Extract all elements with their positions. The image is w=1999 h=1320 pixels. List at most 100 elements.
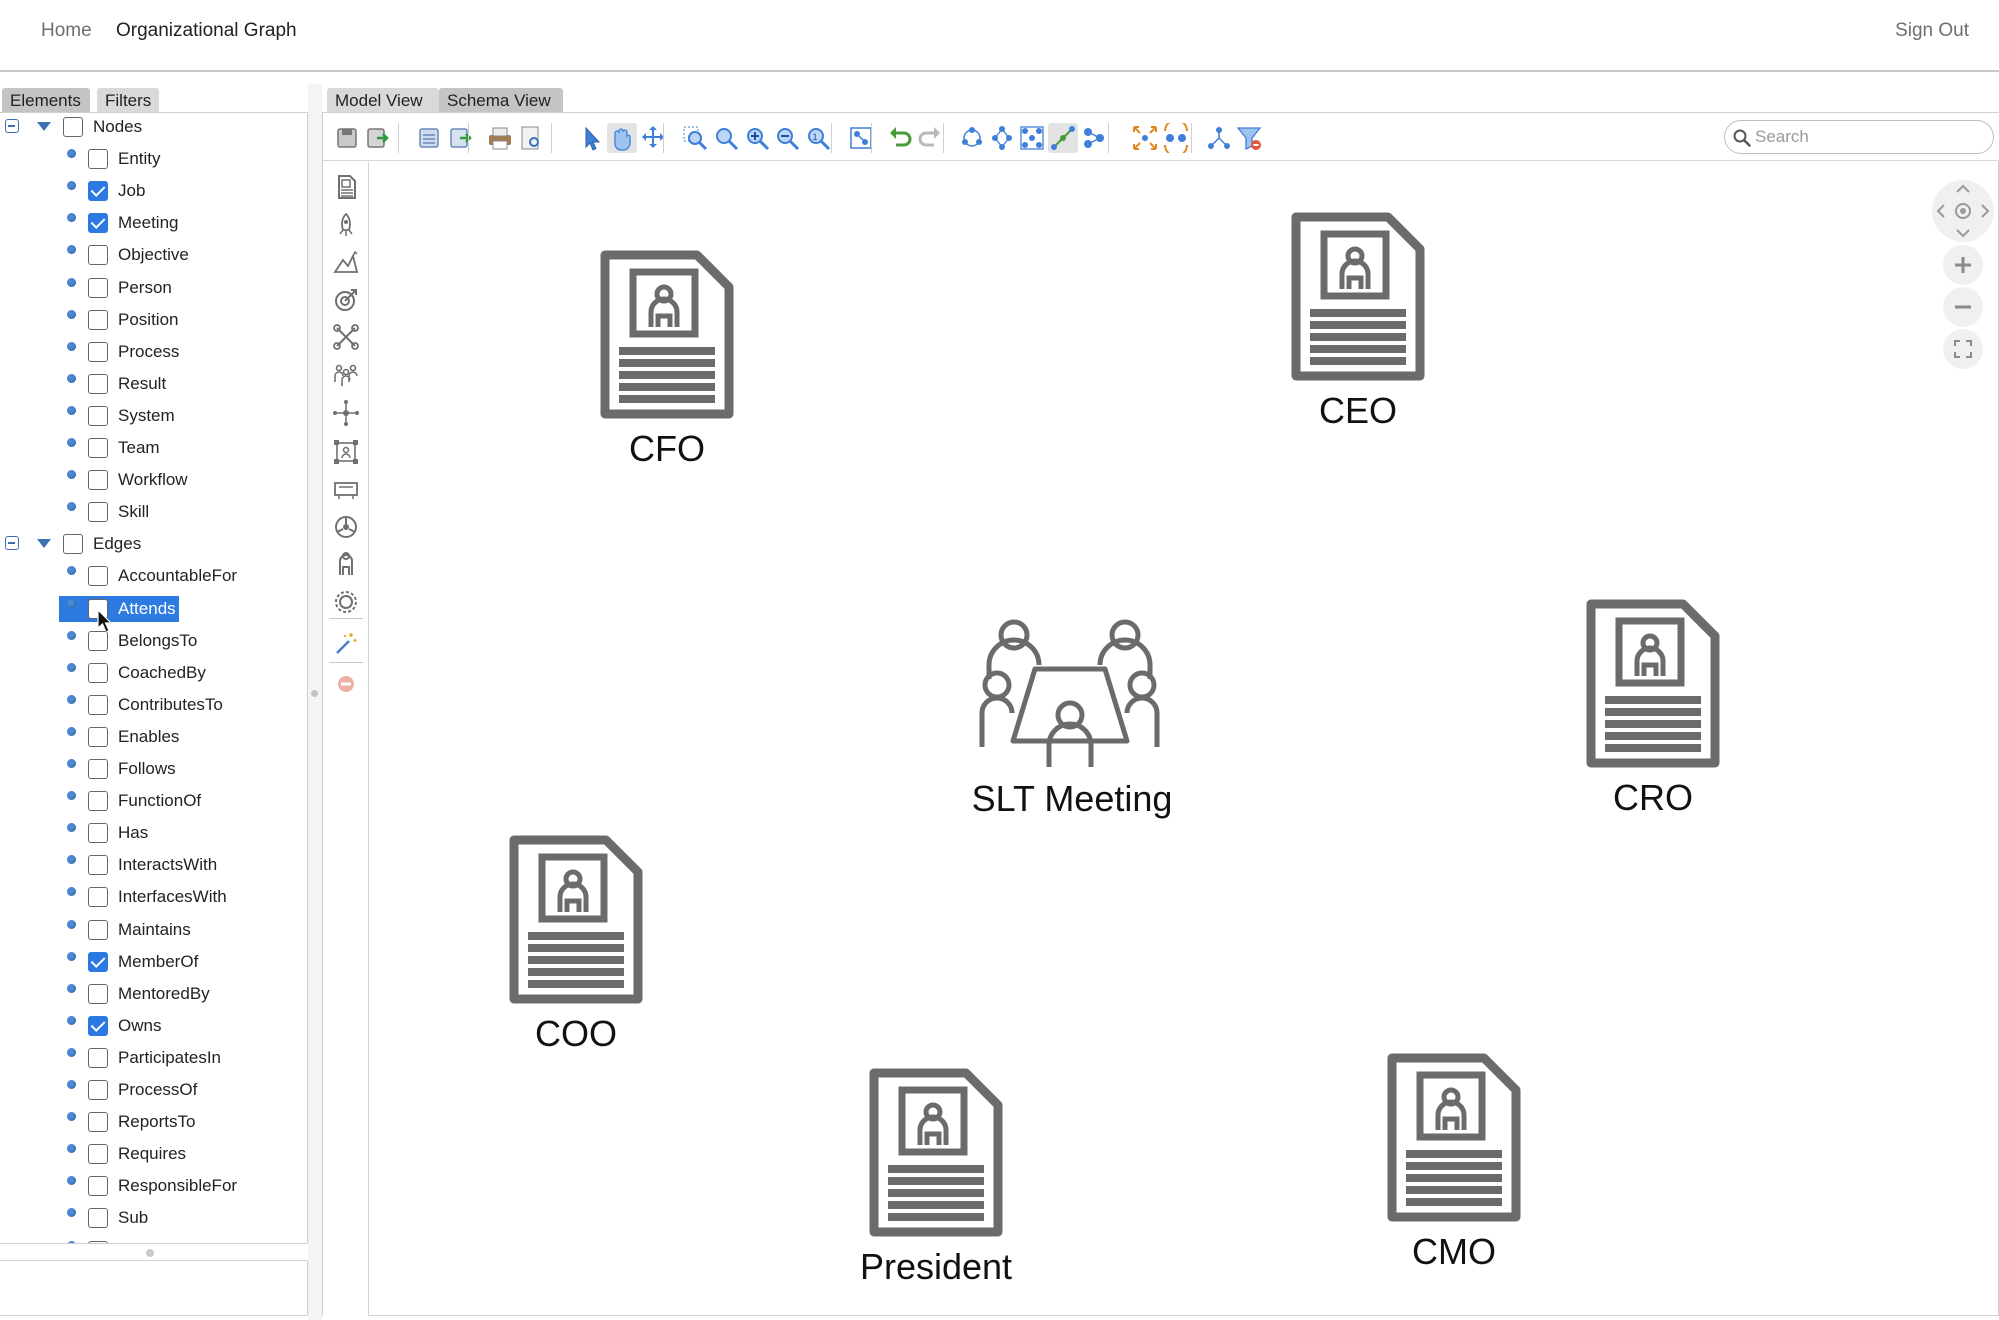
item-checkbox[interactable] [88, 213, 108, 234]
graph-node-meeting[interactable]: SLT Meeting [957, 617, 1187, 820]
tab-filters[interactable]: Filters [97, 88, 159, 112]
layout-organic-button[interactable] [957, 123, 987, 153]
expand-arrow-icon[interactable] [37, 539, 51, 549]
tree-item[interactable]: Supports [0, 1238, 306, 1243]
tree-item[interactable]: Result [0, 371, 306, 397]
tree-item[interactable]: ContributesTo [0, 692, 306, 718]
zoom-out-button[interactable] [772, 123, 802, 153]
zoom-out-button[interactable] [1943, 287, 1983, 327]
item-checkbox[interactable] [88, 694, 108, 715]
item-checkbox[interactable] [88, 470, 108, 491]
redo-button[interactable] [915, 123, 945, 153]
tree-item[interactable]: Workflow [0, 467, 306, 493]
print-button[interactable] [485, 123, 515, 153]
tree-item[interactable]: Attends [0, 595, 306, 633]
tree-item[interactable]: Entity [0, 146, 306, 172]
item-checkbox[interactable] [88, 1047, 108, 1068]
graph-node-job[interactable]: CFO [592, 247, 742, 470]
tree-group-nodes[interactable]: Nodes [0, 114, 306, 140]
tree-item[interactable]: FunctionOf [0, 788, 306, 814]
collapse-box-icon[interactable] [5, 119, 19, 133]
skill-tool[interactable] [331, 512, 361, 542]
tree-item[interactable]: Sub [0, 1205, 306, 1231]
move-button[interactable] [638, 123, 668, 153]
layout-hierarchy-button[interactable] [987, 123, 1017, 153]
tree-item[interactable]: AccountableFor [0, 563, 306, 589]
pan-hand-button[interactable] [607, 123, 637, 153]
item-checkbox[interactable] [88, 245, 108, 266]
expand-button[interactable] [1130, 123, 1160, 153]
collapse-button[interactable] [1161, 119, 1191, 157]
item-checkbox[interactable] [88, 149, 108, 170]
result-tool[interactable] [331, 248, 361, 278]
item-checkbox[interactable] [88, 887, 108, 908]
select-pointer-button[interactable] [577, 123, 607, 153]
tree-item[interactable]: Objective [0, 242, 306, 268]
item-checkbox[interactable] [88, 1015, 108, 1036]
graph-node-job[interactable]: President [860, 1065, 1012, 1288]
tree-item[interactable]: Follows [0, 756, 306, 782]
tree-item[interactable]: Requires [0, 1141, 306, 1167]
item-checkbox[interactable] [88, 791, 108, 812]
tree-item[interactable]: Job [0, 178, 306, 204]
zoom-in-button[interactable] [1943, 245, 1983, 285]
import-button[interactable] [415, 123, 445, 153]
layout-grid-button[interactable] [1017, 123, 1047, 153]
tree-item[interactable]: ParticipatesIn [0, 1045, 306, 1071]
item-checkbox[interactable] [88, 759, 108, 779]
item-checkbox[interactable] [88, 1208, 108, 1229]
item-checkbox[interactable] [88, 341, 108, 362]
item-checkbox[interactable] [88, 919, 108, 940]
export-button[interactable] [363, 123, 393, 153]
job-tool[interactable] [331, 172, 361, 202]
tree-item[interactable]: Skill [0, 499, 306, 525]
expand-arrow-icon[interactable] [37, 122, 51, 131]
meeting-board-tool[interactable] [331, 475, 361, 505]
item-checkbox[interactable] [88, 1176, 108, 1197]
tree-item[interactable]: Process [0, 339, 306, 365]
workflow-tool[interactable] [331, 398, 361, 428]
item-checkbox[interactable] [88, 566, 108, 587]
tree-item[interactable]: ProcessOf [0, 1077, 306, 1103]
filter-button[interactable] [1234, 123, 1264, 153]
tree-item[interactable]: Has [0, 820, 306, 846]
graph-tree-button[interactable] [1204, 123, 1234, 153]
item-checkbox[interactable] [88, 726, 108, 747]
item-checkbox[interactable] [88, 1240, 108, 1243]
tree-item[interactable]: Owns [0, 1013, 306, 1039]
tree-item[interactable]: InteractsWith [0, 852, 306, 878]
item-checkbox[interactable] [88, 438, 108, 458]
group-checkbox[interactable] [63, 117, 83, 137]
tree-item[interactable]: ReportsTo [0, 1109, 306, 1135]
tree-item[interactable]: InterfacesWith [0, 884, 306, 910]
print-preview-button[interactable] [516, 123, 546, 153]
collapse-box-icon[interactable] [5, 536, 19, 551]
layout-edge-button[interactable] [1048, 123, 1078, 153]
item-checkbox[interactable] [88, 502, 108, 523]
zoom-in-button[interactable] [742, 123, 772, 153]
graph-node-job[interactable]: COO [501, 832, 651, 1055]
tree-item[interactable]: BelongsTo [0, 628, 306, 654]
panel-resize-handle[interactable] [146, 1249, 154, 1257]
layout-radial-button[interactable] [1079, 123, 1109, 153]
process-tool[interactable] [331, 322, 361, 352]
system-tool[interactable] [331, 437, 361, 467]
group-checkbox[interactable] [63, 534, 83, 555]
zoom-fit-button[interactable] [711, 123, 741, 153]
tree-item[interactable]: Person [0, 275, 306, 301]
tree-item[interactable]: ResponsibleFor [0, 1173, 306, 1199]
settings-gear-tool[interactable] [331, 587, 361, 617]
import-data-button[interactable] [446, 123, 476, 153]
item-checkbox[interactable] [88, 277, 108, 298]
item-checkbox[interactable] [88, 662, 108, 683]
tree-group-edges[interactable]: Edges [0, 531, 306, 557]
graph-node-job[interactable]: CRO [1578, 596, 1728, 819]
tree-item[interactable]: Team [0, 435, 306, 461]
undo-button[interactable] [885, 123, 915, 153]
item-checkbox[interactable] [88, 373, 108, 394]
item-checkbox[interactable] [88, 983, 108, 1004]
item-checkbox[interactable] [88, 1112, 108, 1133]
tree-item[interactable]: MemberOf [0, 949, 306, 975]
save-button[interactable] [333, 123, 363, 153]
